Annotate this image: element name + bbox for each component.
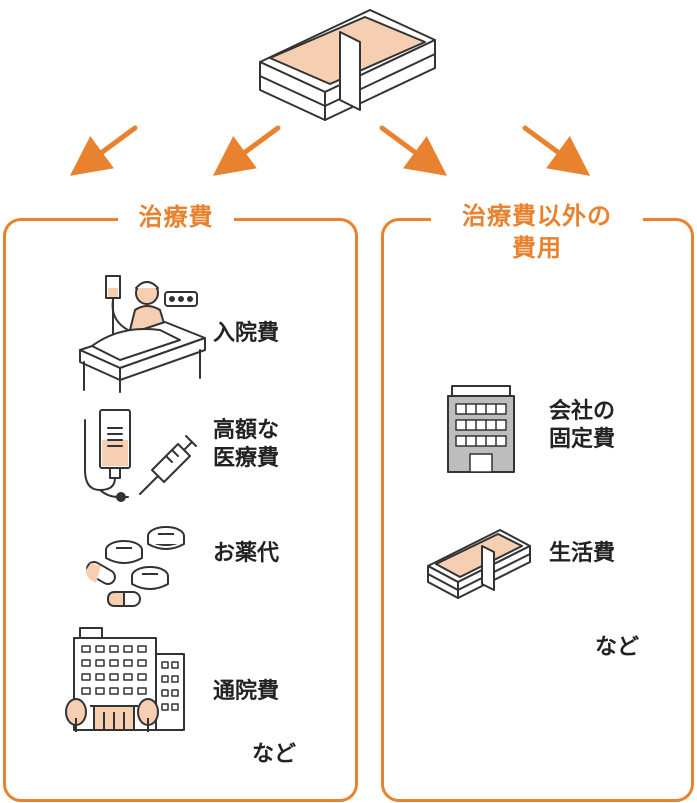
hospitalization-label: 入院費	[213, 321, 280, 346]
arrows	[69, 125, 591, 176]
iv-drip-icon	[84, 409, 131, 502]
arrow-1	[69, 125, 138, 176]
syringe-icon	[139, 435, 197, 495]
high-medical-cost-label: 高額な 医療費	[213, 417, 279, 473]
company-fixed-cost-label: 会社の 固定費	[549, 398, 615, 454]
arrow-4	[522, 125, 591, 176]
company-fixed-cost-line1: 会社の	[549, 399, 616, 424]
high-medical-cost-line1: 高額な	[213, 418, 280, 443]
arrow-3	[379, 125, 448, 176]
high-medical-cost-line2: 医療費	[213, 446, 280, 471]
other-costs-heading: 治療費以外の 費用	[431, 200, 643, 270]
arrow-2	[212, 125, 281, 176]
medical-etc-label: など	[252, 742, 297, 767]
medicine-label: お薬代	[213, 541, 280, 566]
living-cost-label: 生活費	[549, 541, 616, 566]
small-money-bundle-icon	[427, 529, 531, 599]
hospital-bed-icon	[79, 275, 206, 393]
hospital-building-icon	[65, 627, 185, 732]
office-building-icon	[447, 385, 515, 473]
medical-costs-panel	[3, 218, 358, 802]
other-costs-heading-line1: 治療費以外の	[462, 202, 612, 230]
other-costs-panel	[381, 218, 694, 802]
company-fixed-cost-line2: 固定費	[549, 427, 616, 452]
money-bundle-icon	[259, 9, 436, 121]
other-costs-heading-line2: 費用	[512, 234, 562, 262]
other-etc-label: など	[595, 635, 640, 660]
pills-icon	[85, 526, 185, 607]
outpatient-label: 通院費	[213, 679, 280, 704]
medical-costs-heading: 治療費	[118, 202, 234, 234]
